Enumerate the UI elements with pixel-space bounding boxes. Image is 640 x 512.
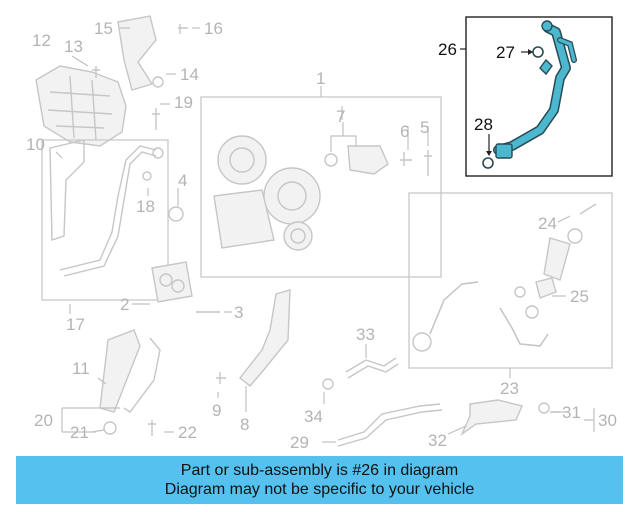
callout-8: 8 [240, 415, 249, 434]
callout-4: 4 [178, 171, 187, 190]
callout-13: 13 [64, 37, 83, 56]
callout-28: 28 [474, 115, 493, 134]
callout-19: 19 [174, 93, 193, 112]
info-banner: Part or sub-assembly is #26 in diagram D… [16, 456, 623, 504]
callout-27: 27 [496, 43, 515, 62]
callout-14: 14 [180, 65, 199, 84]
bracket-10 [49, 139, 85, 241]
callout-15: 15 [94, 19, 113, 38]
callout-2: 2 [120, 295, 129, 314]
hose-group-23 [429, 281, 479, 335]
callout-6: 6 [400, 122, 409, 141]
callout-3: 3 [234, 303, 243, 322]
callout-21: 21 [70, 423, 89, 442]
manifold-bracket [117, 15, 157, 91]
callout-20: 20 [34, 411, 53, 430]
callout-34: 34 [304, 407, 323, 426]
oil-feed-pipe [59, 145, 157, 271]
callout-5: 5 [420, 118, 429, 137]
callout-31: 31 [562, 403, 581, 422]
callout-10: 10 [26, 135, 45, 154]
o-ring-28 [482, 157, 494, 169]
pipe-29 [337, 403, 441, 441]
banner-line-2: Diagram may not be specific to your vehi… [164, 481, 475, 498]
callout-18: 18 [136, 197, 155, 216]
callout-26: 26 [438, 40, 457, 59]
bracket-8 [239, 289, 291, 387]
callout-30: 30 [598, 411, 617, 430]
highlight-box [465, 16, 613, 177]
turbocharger [213, 135, 321, 251]
hose-group-box [408, 192, 613, 369]
part-26-coolant-pipe [482, 20, 577, 169]
callout-17: 17 [66, 315, 85, 334]
callout-25: 25 [570, 287, 589, 306]
callout-11: 11 [72, 359, 90, 378]
callout-32: 32 [428, 431, 447, 450]
parts-diagram: 1 2 3 4 5 6 7 8 9 10 11 12 13 14 15 16 1… [26, 15, 617, 452]
o-ring-27 [532, 46, 544, 58]
callout-16: 16 [204, 19, 223, 38]
heat-shield [35, 65, 127, 147]
callout-9: 9 [212, 401, 221, 420]
callout-7: 7 [336, 107, 345, 126]
hose-32 [460, 399, 523, 437]
banner-line-1: Part or sub-assembly is #26 in diagram [180, 462, 459, 479]
callout-29: 29 [290, 433, 309, 452]
callout-33: 33 [356, 325, 375, 344]
callout-12: 12 [32, 31, 51, 50]
callout-22: 22 [178, 423, 197, 442]
coolant-pipe-11 [99, 329, 141, 413]
callout-23: 23 [500, 379, 519, 398]
callout-1: 1 [316, 69, 325, 88]
callout-24: 24 [538, 214, 557, 233]
pipe-33 [345, 357, 397, 373]
